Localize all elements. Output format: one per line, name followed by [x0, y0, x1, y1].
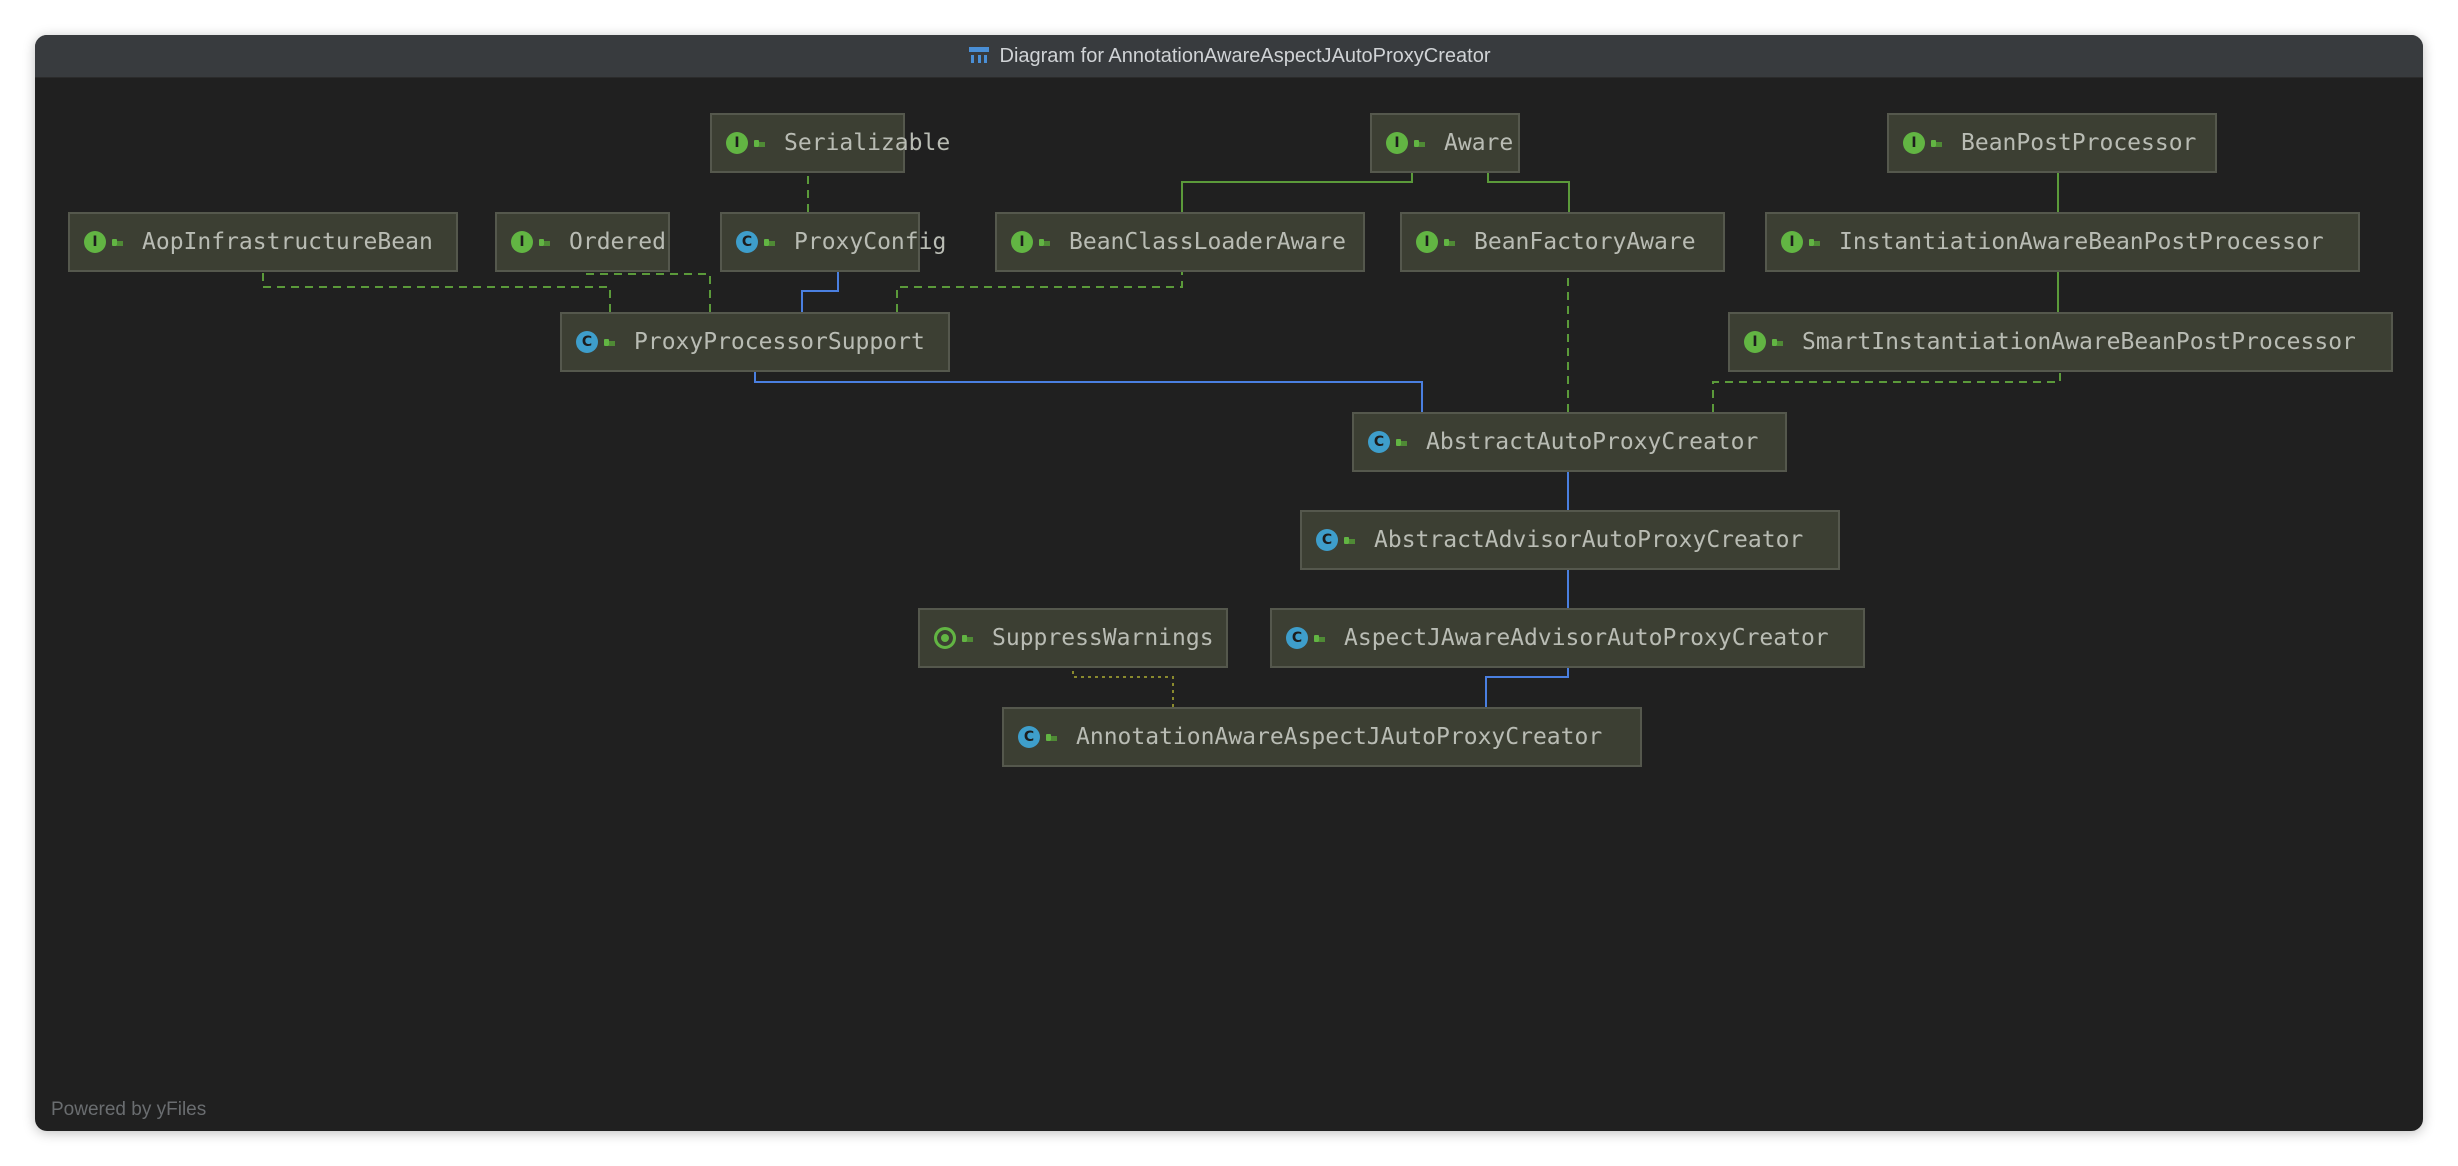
class-icon: C: [1286, 627, 1308, 649]
interface-icon: I: [726, 132, 748, 154]
node-label: AbstractAdvisorAutoProxyCreator: [1374, 527, 1804, 553]
powered-by-label: Powered by yFiles: [51, 1099, 207, 1120]
node-siabpp[interactable]: I SmartInstantiationAwareBeanPostProcesso…: [1728, 312, 2393, 372]
edge-proxyprocessorsupport-to-aopinfra: [262, 250, 611, 312]
node-beanclassloaderaware[interactable]: I BeanClassLoaderAware: [995, 212, 1365, 272]
node-aware[interactable]: I Aware: [1370, 113, 1520, 173]
node-label: Aware: [1444, 130, 1514, 156]
node-label: AspectJAwareAdvisorAutoProxyCreator: [1344, 625, 1829, 651]
public-visibility-icon: [1039, 237, 1051, 247]
node-ajaaapc[interactable]: C AspectJAwareAdvisorAutoProxyCreator: [1270, 608, 1865, 668]
node-label: AnnotationAwareAspectJAutoProxyCreator: [1076, 724, 1603, 750]
public-visibility-icon: [604, 337, 616, 347]
edge-aapc-to-siabpp: [1712, 350, 2071, 412]
interface-icon: I: [1744, 331, 1766, 353]
public-visibility-icon: [1344, 535, 1356, 545]
diagram-icon: [968, 45, 990, 67]
public-visibility-icon: [754, 138, 766, 148]
edge-proxyprocessorsupport-to-proxyconfig: [801, 250, 849, 312]
node-aapc[interactable]: C AbstractAutoProxyCreator: [1352, 412, 1787, 472]
node-beanfactoryaware[interactable]: I BeanFactoryAware: [1400, 212, 1725, 272]
node-proxyconfig[interactable]: C ProxyConfig: [720, 212, 946, 272]
node-label: AopInfrastructureBean: [142, 229, 433, 255]
node-suppresswarnings[interactable]: SuppressWarnings: [918, 608, 1228, 668]
node-label: SmartInstantiationAwareBeanPostProcessor: [1802, 329, 2356, 355]
node-label: Serializable: [784, 130, 951, 156]
public-visibility-icon: [1396, 437, 1408, 447]
interface-icon: I: [1781, 231, 1803, 253]
interface-icon: I: [84, 231, 106, 253]
node-label: SuppressWarnings: [992, 625, 1214, 651]
node-iabpp[interactable]: I InstantiationAwareBeanPostProcessor: [1765, 212, 2360, 272]
class-icon: C: [576, 331, 598, 353]
diagram-canvas: [262, 151, 2071, 707]
node-label: ProxyConfig: [794, 229, 947, 255]
public-visibility-icon: [1809, 237, 1821, 247]
node-label: ProxyProcessorSupport: [634, 329, 925, 355]
node-label: Ordered: [569, 229, 666, 255]
public-visibility-icon: [962, 633, 974, 643]
node-aaajapc[interactable]: C AnnotationAwareAspectJAutoProxyCreator: [1002, 707, 1642, 767]
node-beanpostprocessor[interactable]: I BeanPostProcessor: [1887, 113, 2217, 173]
interface-icon: I: [1903, 132, 1925, 154]
interface-icon: I: [1416, 231, 1438, 253]
public-visibility-icon: [764, 237, 776, 247]
public-visibility-icon: [1931, 138, 1943, 148]
public-visibility-icon: [1444, 237, 1456, 247]
node-label: BeanClassLoaderAware: [1069, 229, 1346, 255]
public-visibility-icon: [1414, 138, 1426, 148]
node-label: AbstractAutoProxyCreator: [1426, 429, 1759, 455]
window-title: Diagram for AnnotationAwareAspectJAutoPr…: [999, 44, 1491, 67]
node-label: BeanFactoryAware: [1474, 229, 1696, 255]
node-ordered[interactable]: I Ordered: [495, 212, 670, 272]
node-proxyprocessorsupport[interactable]: C ProxyProcessorSupport: [560, 312, 950, 372]
title-bar: Diagram for AnnotationAwareAspectJAutoPr…: [35, 35, 2423, 78]
public-visibility-icon: [539, 237, 551, 247]
class-icon: C: [1368, 431, 1390, 453]
public-visibility-icon: [1314, 633, 1326, 643]
node-aaapc[interactable]: C AbstractAdvisorAutoProxyCreator: [1300, 510, 1840, 570]
public-visibility-icon: [1772, 337, 1784, 347]
class-icon: C: [736, 231, 758, 253]
interface-icon: I: [1386, 132, 1408, 154]
node-serializable[interactable]: I Serializable: [710, 113, 950, 173]
annotation-icon: [934, 627, 956, 649]
public-visibility-icon: [112, 237, 124, 247]
node-label: BeanPostProcessor: [1961, 130, 2197, 156]
node-aopinfra[interactable]: I AopInfrastructureBean: [68, 212, 458, 272]
node-label: InstantiationAwareBeanPostProcessor: [1839, 229, 2324, 255]
class-icon: C: [1316, 529, 1338, 551]
interface-icon: I: [1011, 231, 1033, 253]
interface-icon: I: [511, 231, 533, 253]
class-icon: C: [1018, 726, 1040, 748]
diagram-window: Diagram for AnnotationAwareAspectJAutoPr…: [35, 35, 2423, 1131]
public-visibility-icon: [1046, 732, 1058, 742]
